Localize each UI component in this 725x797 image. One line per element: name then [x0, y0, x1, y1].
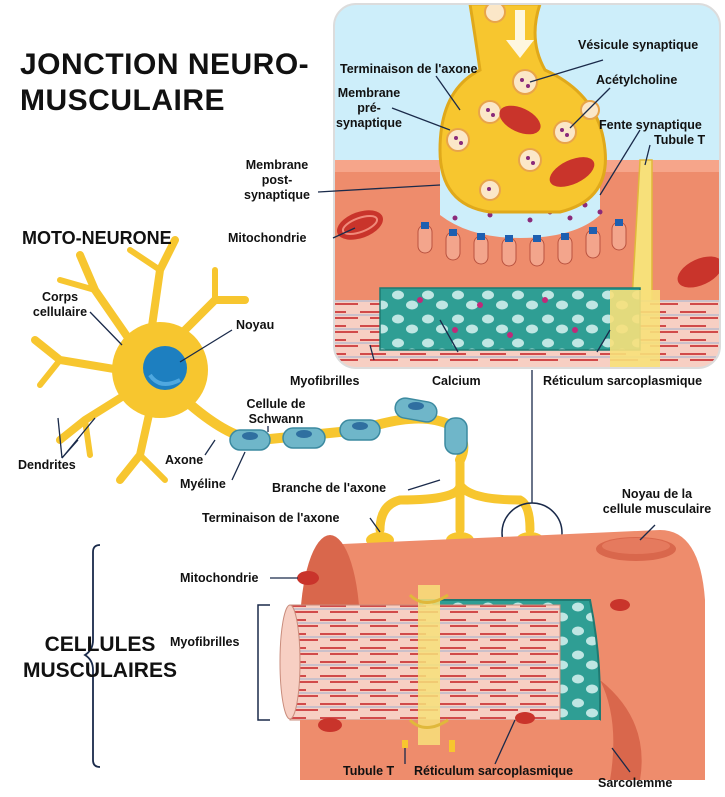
label-mitochondrie-bottom: Mitochondrie: [180, 571, 259, 585]
label-noyau-cellule-musc-1: Noyau de la: [621, 487, 693, 501]
label-schwann-2: Schwann: [248, 412, 304, 426]
label-fente: Fente synaptique: [599, 118, 702, 132]
section-cellules-line2: MUSCULAIRES: [22, 659, 177, 682]
label-myofibrilles-bottom: Myofibrilles: [170, 635, 240, 649]
label-membrane-pre-3: synaptique: [336, 116, 402, 130]
label-schwann-1: Cellule de: [246, 397, 306, 411]
label-membrane-pre-2: pré-: [357, 101, 381, 115]
label-branche-axone: Branche de l'axone: [272, 481, 387, 495]
label-noyau-cellule-musc-2: cellule musculaire: [602, 502, 712, 516]
label-terminaison-axone-top: Terminaison de l'axone: [340, 62, 478, 76]
label-myofibrilles-top: Myofibrilles: [290, 374, 360, 388]
label-myeline: Myéline: [180, 477, 226, 491]
label-vesicule: Vésicule synaptique: [578, 38, 699, 52]
label-membrane-pre-1: Membrane: [337, 86, 401, 100]
label-noyau: Noyau: [236, 318, 275, 332]
section-cellules-line1: CELLULES: [44, 633, 156, 656]
label-mitochondrie-top: Mitochondrie: [228, 231, 307, 245]
main-title-line1: JONCTION NEURO-: [20, 48, 310, 81]
label-membrane-post-1: Membrane: [245, 158, 309, 172]
label-membrane-post-2: post-: [261, 173, 293, 187]
label-acetylcholine: Acétylcholine: [596, 73, 678, 87]
label-membrane-post-3: synaptique: [244, 188, 310, 202]
label-dendrites: Dendrites: [18, 458, 76, 472]
label-corps-cellulaire-2: cellulaire: [32, 305, 88, 319]
label-terminaison-axone-bottom: Terminaison de l'axone: [202, 511, 340, 525]
label-sarcolemme: Sarcolemme: [598, 776, 673, 790]
section-motoneurone: MOTO-NEURONE: [22, 228, 172, 248]
label-reticulum-bottom: Réticulum sarcoplasmique: [414, 764, 574, 778]
label-tubule-t-top: Tubule T: [654, 133, 706, 147]
label-corps-cellulaire-1: Corps: [41, 290, 79, 304]
label-reticulum-top: Réticulum sarcoplasmique: [543, 374, 703, 388]
label-axone: Axone: [165, 453, 204, 467]
muscle-cell: [279, 530, 705, 780]
synapse-inset: [334, 4, 720, 368]
label-tubule-t-bottom: Tubule T: [343, 764, 395, 778]
label-calcium: Calcium: [432, 374, 481, 388]
main-title-line2: MUSCULAIRE: [20, 84, 225, 117]
